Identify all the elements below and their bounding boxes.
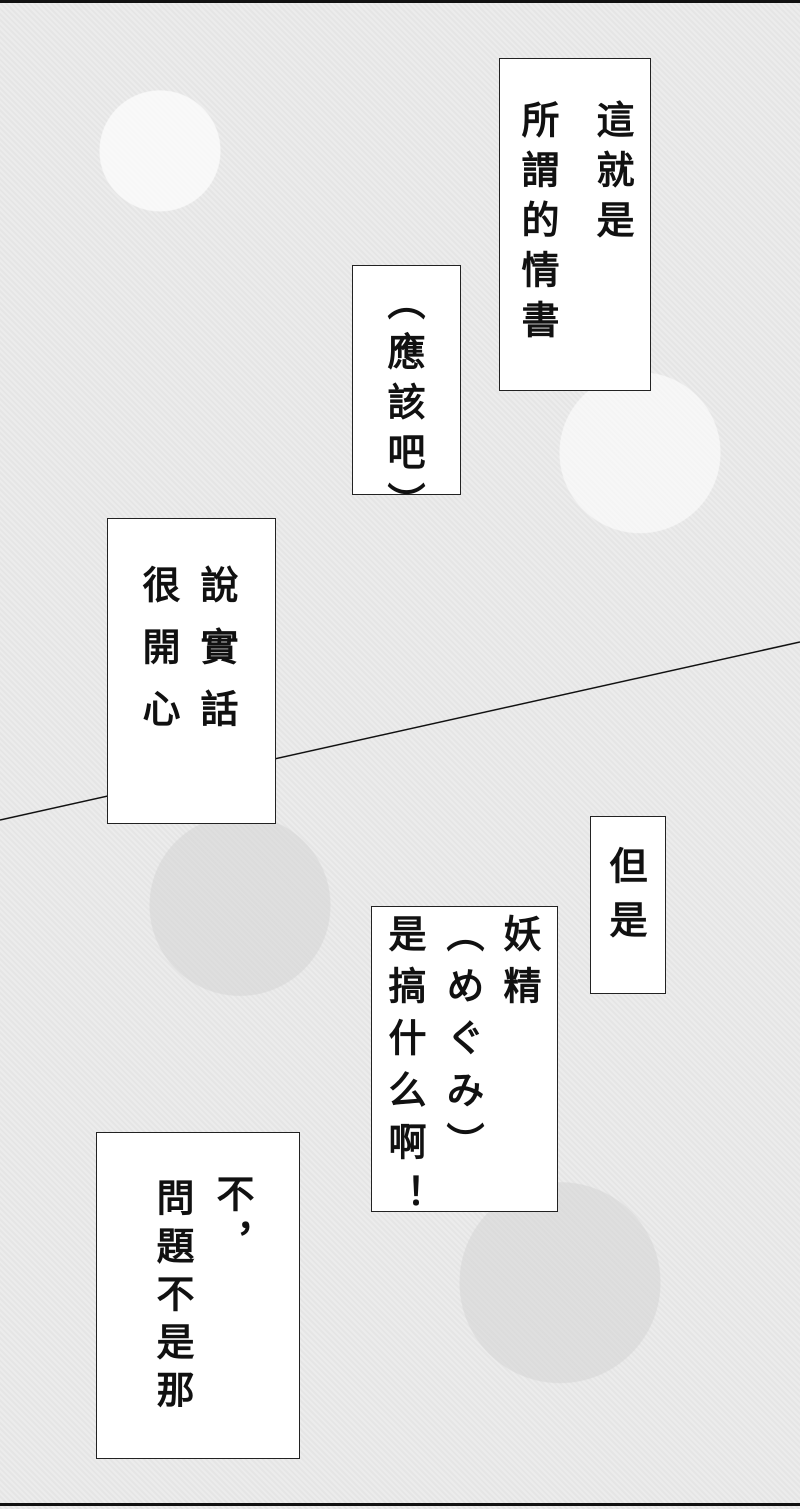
speech-box-3 xyxy=(107,518,276,824)
bubble-5-col-2: （めぐみ） xyxy=(440,914,484,1174)
speech-box-2 xyxy=(352,265,461,495)
bubble-1-col-1: 這就是 xyxy=(590,100,634,250)
bubble-3-col-1: 說實話 xyxy=(194,565,238,751)
bubble-6-col-1: 不， xyxy=(210,1174,254,1270)
speech-box-4 xyxy=(590,816,666,994)
panel-border-top xyxy=(0,0,800,3)
bubble-5-col-3: 是搞什么啊！ xyxy=(382,914,426,1226)
speech-box-5 xyxy=(371,906,558,1212)
bubble-5-col-1: 妖精 xyxy=(497,914,541,1018)
bubble-3-col-2: 很開心 xyxy=(136,565,180,751)
bubble-6-col-2: 問題不是那 xyxy=(150,1178,194,1418)
bubble-4-col-1: 但是 xyxy=(603,846,647,954)
bubble-2-col-1: （應該吧） xyxy=(381,282,425,532)
panel-border-bottom xyxy=(0,1503,800,1506)
bubble-1-col-2: 所謂的情書 xyxy=(515,100,559,350)
speech-box-1 xyxy=(499,58,651,391)
speech-box-6 xyxy=(96,1132,300,1459)
